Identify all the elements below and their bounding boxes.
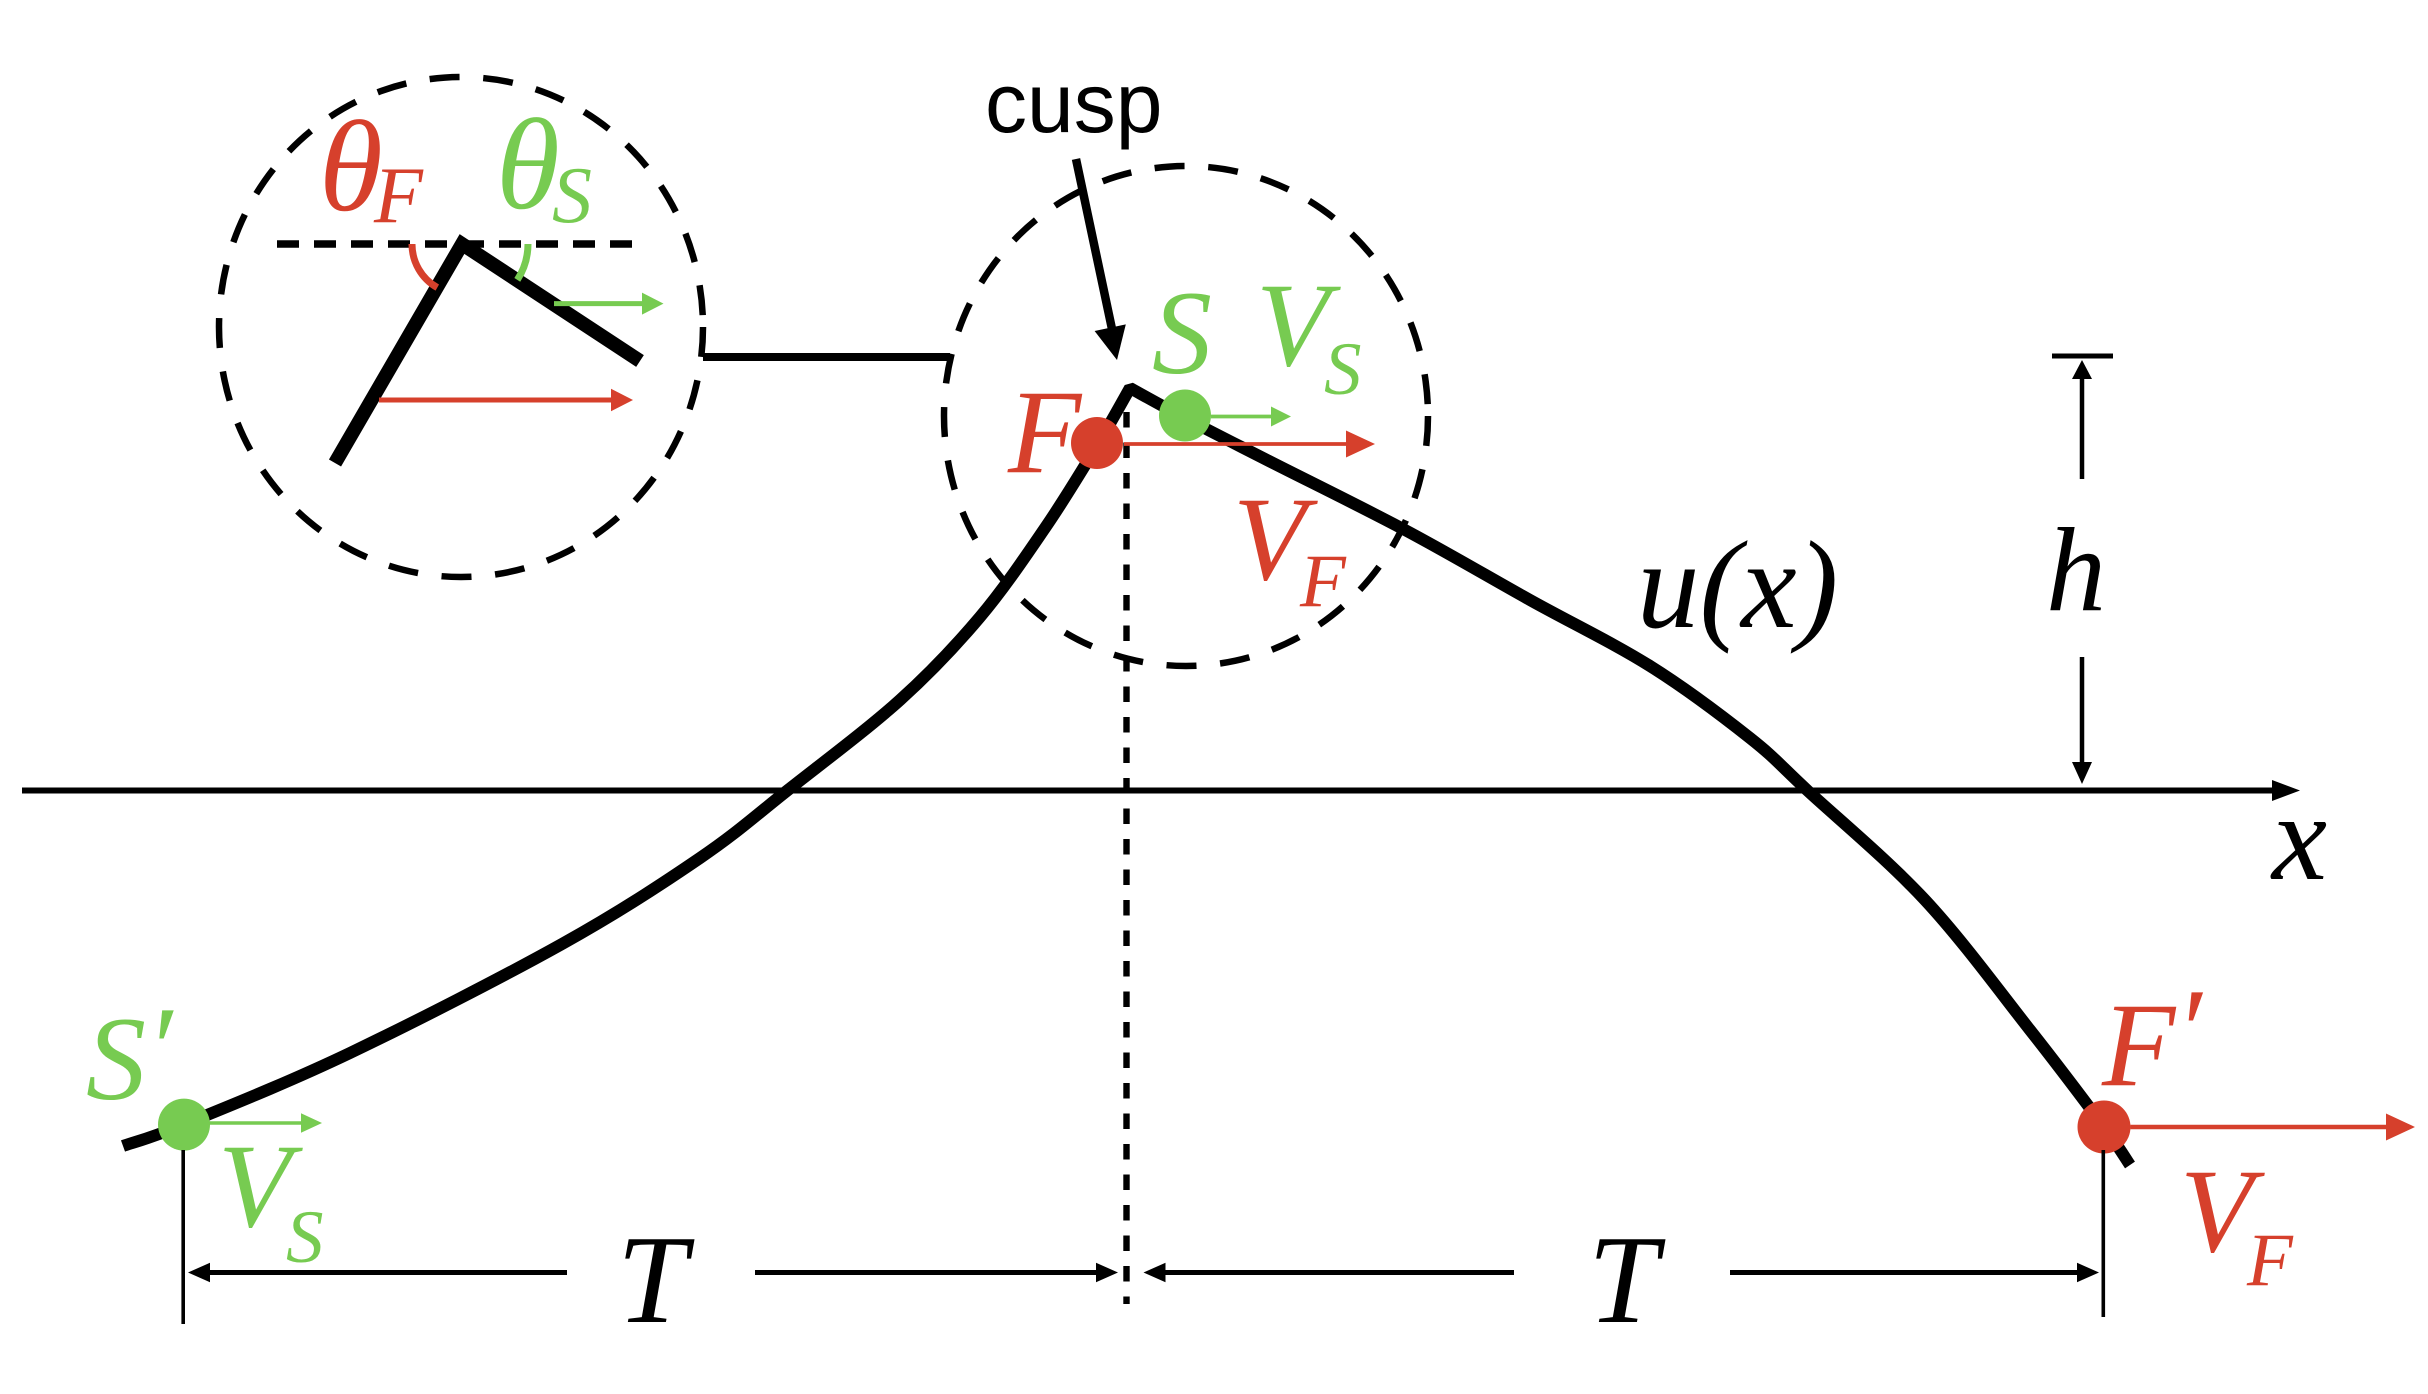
svg-text:S: S <box>286 1196 324 1279</box>
svg-text:θ: θ <box>319 95 383 239</box>
svg-text:cusp: cusp <box>985 56 1162 150</box>
svg-text:F: F <box>1299 540 1347 623</box>
svg-text:h: h <box>2046 503 2106 636</box>
svg-text:S: S <box>1152 266 1212 399</box>
svg-text:V: V <box>2180 1144 2265 1277</box>
svg-text:S: S <box>552 152 592 240</box>
svg-text:F: F <box>1007 365 1083 498</box>
svg-text:V: V <box>1233 472 1318 605</box>
svg-text:F′: F′ <box>2101 964 2203 1111</box>
svg-text:V: V <box>218 1119 303 1252</box>
svg-text:F: F <box>2246 1219 2294 1302</box>
svg-text:V: V <box>1256 258 1341 391</box>
svg-text:u(x): u(x) <box>1637 517 1838 655</box>
svg-text:T: T <box>1588 1211 1666 1350</box>
svg-text:S: S <box>1324 328 1362 411</box>
svg-text:S′: S′ <box>86 982 174 1125</box>
svg-text:x: x <box>2270 769 2327 906</box>
svg-text:T: T <box>617 1211 695 1350</box>
svg-text:θ: θ <box>496 93 560 237</box>
svg-text:F: F <box>373 152 424 240</box>
